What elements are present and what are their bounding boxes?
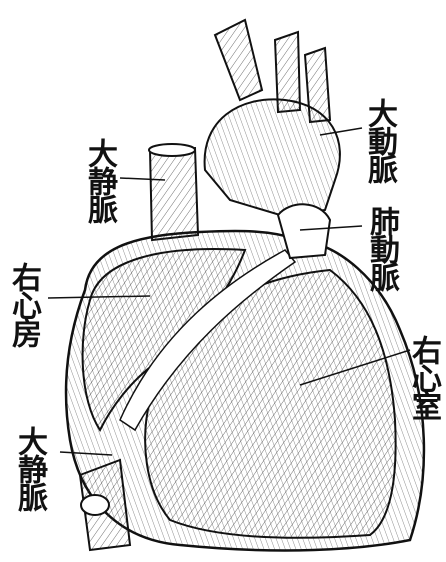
label-right-atrium: 右心房 xyxy=(8,262,38,346)
label-aorta: 大動脈 xyxy=(364,98,394,182)
label-superior-vena-cava: 大静脈 xyxy=(84,138,114,222)
label-pulmonary-artery: 肺動脈 xyxy=(366,206,396,290)
superior-vena-cava xyxy=(150,148,198,240)
aortic-arch xyxy=(205,99,340,215)
label-inferior-vena-cava: 大静脈 xyxy=(14,426,44,510)
label-ventricle: 右心室 xyxy=(408,335,438,419)
